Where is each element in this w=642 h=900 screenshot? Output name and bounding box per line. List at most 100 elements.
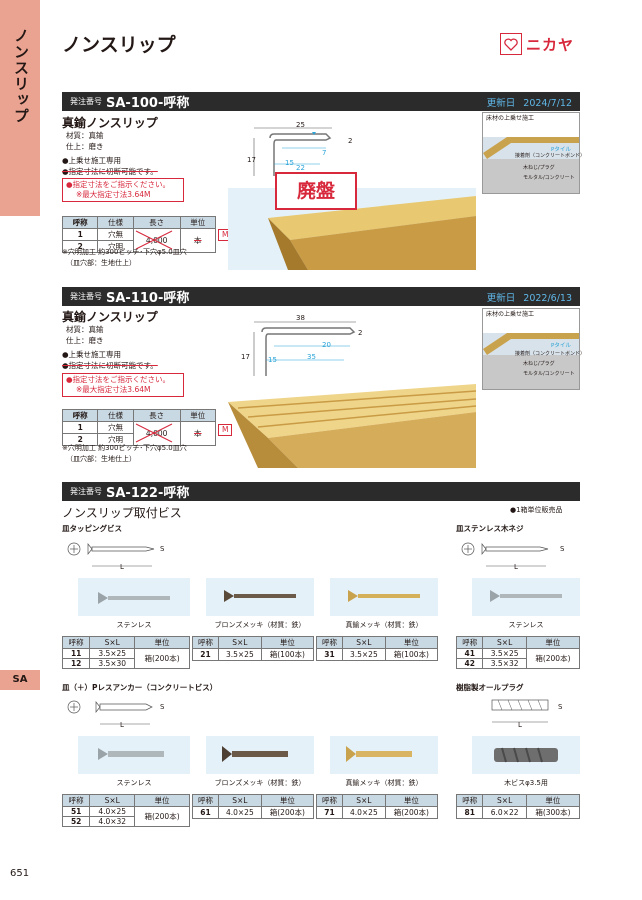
table-cell: 21 bbox=[191, 648, 220, 661]
table-header: 呼称 bbox=[191, 636, 220, 649]
caption-wood-stainless: ステンレス bbox=[508, 621, 544, 629]
table-cell: 52 bbox=[61, 816, 91, 827]
table-cell: 3.5×25 bbox=[342, 648, 386, 661]
caption-stainless: ステンレス bbox=[116, 621, 152, 629]
table-header: 仕様 bbox=[97, 216, 134, 229]
wood-screw-drawing bbox=[461, 542, 549, 567]
unit-old: 本 bbox=[194, 236, 202, 245]
brand-logo: ニカヤ bbox=[500, 33, 580, 55]
table-header: 呼称 bbox=[61, 794, 91, 807]
table-cell: 穴明 bbox=[97, 433, 134, 446]
unit-cell: 本 bbox=[179, 228, 217, 253]
table-cell: 3.5×25 bbox=[218, 648, 262, 661]
dim-width: 25 bbox=[296, 121, 305, 129]
caption-bronze: ブロンズメッキ（材質：鉄） bbox=[214, 779, 306, 787]
table-cell: 箱(200本) bbox=[134, 806, 190, 827]
table-cell: 11 bbox=[61, 648, 91, 659]
table-cell: 3.5×30 bbox=[89, 658, 136, 669]
diagram-label-plug: 木ねじ/プラグ bbox=[523, 165, 555, 171]
table-row: 2 穴明 bbox=[61, 433, 216, 446]
product-code: SA-110-呼称 bbox=[106, 291, 190, 306]
product-photo bbox=[228, 382, 477, 468]
table-cell: 箱(200本) bbox=[384, 806, 439, 819]
length-cell: 4,000 bbox=[132, 421, 181, 446]
diagram-label-glue: 接着剤（コンクリートボンド） bbox=[515, 153, 586, 159]
stainless-screw-photo bbox=[78, 578, 190, 616]
table-cell: 6.0×22 bbox=[482, 806, 527, 819]
table-cell: 箱(200本) bbox=[260, 806, 315, 819]
brass-nosing-photo bbox=[268, 196, 476, 270]
dim-height: 17 bbox=[247, 156, 256, 164]
hole-note: ※穴明加工 約300ピッチ･下穴φ5.0皿穴 bbox=[62, 248, 187, 256]
diagram-label-mortar: モルタル/コンクリート bbox=[523, 371, 575, 377]
dim-s: S bbox=[160, 545, 165, 553]
sa122-header-bar: 発注番号 SA-122-呼称 bbox=[62, 482, 580, 501]
dim-s: S bbox=[560, 545, 565, 553]
install-section-drawing bbox=[483, 137, 579, 193]
install-diagram: 床材の上乗せ施工 Pタイル 接着剤（コンクリートボンド） 木ねじ/プラグ モルタ… bbox=[482, 112, 586, 194]
order-number-label: 発注番号 bbox=[70, 97, 102, 106]
product-name: 真鍮ノンスリップ bbox=[62, 310, 158, 324]
plug-title: 樹脂製オールプラグ bbox=[456, 683, 524, 692]
install-diagram: 床材の上乗せ施工 Pタイル 接着剤（コンクリートボンド） 木ねじ/プラグ モルタ… bbox=[482, 308, 585, 390]
unit-old: 本 bbox=[194, 429, 202, 438]
finish-text: 仕上：磨き bbox=[66, 142, 104, 151]
finish-text: 仕上：磨き bbox=[66, 336, 104, 345]
product-name: 真鍮ノンスリップ bbox=[62, 116, 158, 130]
brass-nosing-photo bbox=[228, 384, 477, 468]
specify-size-notice: ●指定寸法をご指示ください。 ※最大指定寸法3.64M bbox=[62, 373, 184, 397]
table-cell: 51 bbox=[61, 806, 91, 817]
cross-out-mark bbox=[135, 230, 172, 250]
stainless-anchor-photo bbox=[78, 736, 190, 774]
table-cell: 31 bbox=[315, 648, 344, 661]
table-header: S×L bbox=[218, 794, 262, 807]
table-cell: 4.0×25 bbox=[218, 806, 262, 819]
table-header: 単位 bbox=[525, 794, 581, 807]
install-section-drawing bbox=[483, 333, 579, 389]
wood-screw-photo bbox=[472, 578, 580, 616]
table-cell: 12 bbox=[61, 658, 91, 669]
wood-screw-title: 皿ステンレス木ネジ bbox=[456, 524, 524, 533]
unit-cell: 本 bbox=[179, 421, 217, 446]
dim-a: 20 bbox=[322, 341, 331, 349]
table-cell: 箱(200本) bbox=[134, 648, 190, 669]
dim-l: L bbox=[518, 721, 522, 729]
unit-new: M bbox=[218, 424, 233, 436]
table-header: 単位 bbox=[134, 636, 190, 649]
dim-width: 38 bbox=[296, 314, 305, 322]
brass-anchor-photo bbox=[330, 736, 438, 774]
sa100-section-drawing bbox=[253, 127, 332, 176]
table-header: 単位 bbox=[384, 794, 439, 807]
dim-l: L bbox=[120, 721, 124, 729]
table-header: S×L bbox=[89, 794, 136, 807]
table-cell: 61 bbox=[191, 806, 220, 819]
table-header: 呼称 bbox=[455, 794, 484, 807]
dim-s: S bbox=[558, 703, 563, 711]
table-header: S×L bbox=[342, 794, 386, 807]
table-header: 長さ bbox=[132, 409, 181, 422]
table-cell: 4.0×25 bbox=[342, 806, 386, 819]
anchor-title: 皿（＋）Pレスアンカー（コンクリートビス） bbox=[62, 683, 218, 692]
order-number-label: 発注番号 bbox=[70, 292, 102, 301]
dim-a: 7 bbox=[322, 149, 327, 157]
discontinued-stamp: 廃盤 bbox=[275, 172, 357, 210]
sa110-section-drawing bbox=[253, 321, 356, 376]
caption-stainless: ステンレス bbox=[116, 779, 152, 787]
table-header: 呼称 bbox=[315, 636, 344, 649]
table-cell: 箱(100本) bbox=[260, 648, 315, 661]
